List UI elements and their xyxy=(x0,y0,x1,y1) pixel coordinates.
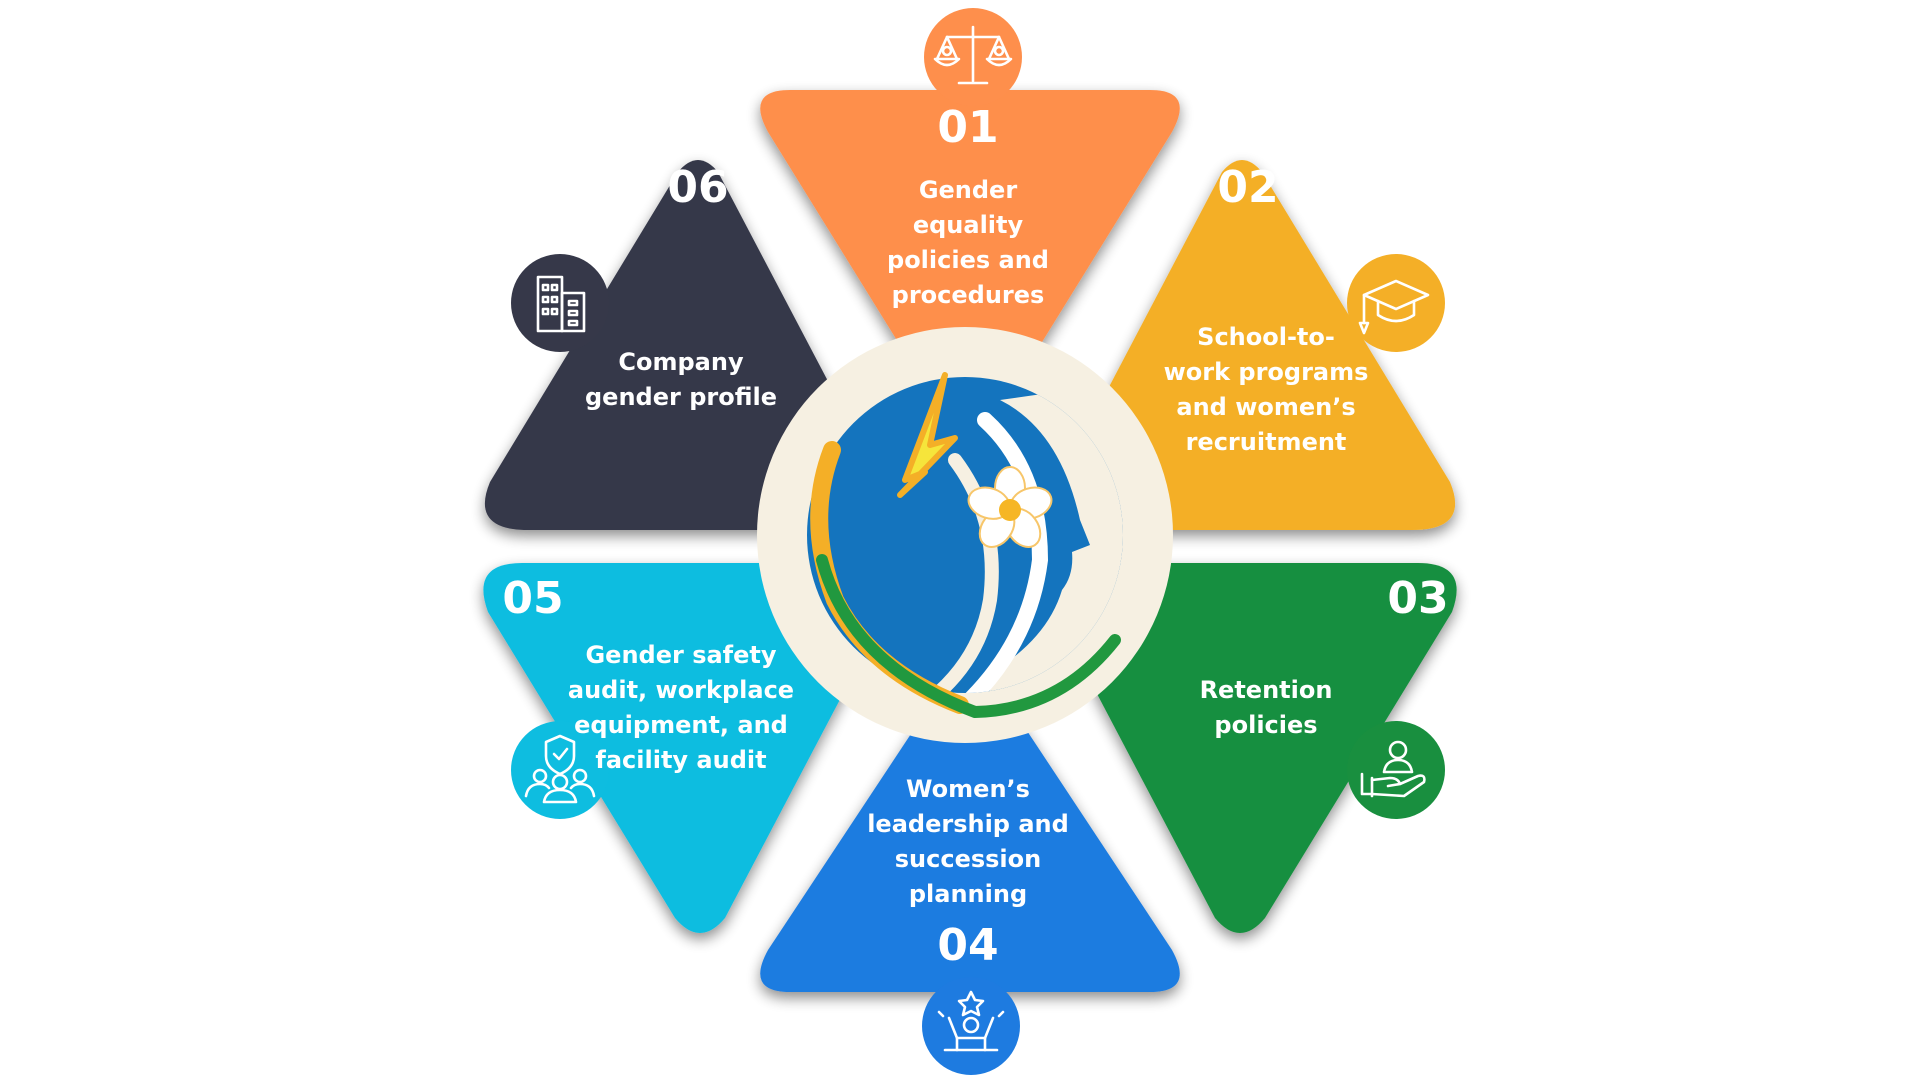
flower-icon xyxy=(967,466,1053,548)
segment-01: 01 Gender equality policies and procedur… xyxy=(760,8,1180,433)
segment-04-line-2: leadership and xyxy=(867,810,1069,838)
segment-05-line-1: Gender safety xyxy=(585,641,776,669)
segment-05-line-2: audit, workplace xyxy=(568,676,794,704)
segment-05-icon-badge xyxy=(511,721,609,819)
celebrating-person-icon xyxy=(937,990,1005,1052)
segment-04-shape xyxy=(760,669,1180,992)
shield-team-icon xyxy=(524,734,596,804)
segment-03-number: 03 xyxy=(1387,573,1448,624)
building-icon xyxy=(536,275,586,333)
segment-02-line-3: and women’s xyxy=(1176,393,1355,421)
segment-05-line-4: facility audit xyxy=(595,746,766,774)
segment-06-shape xyxy=(484,160,845,530)
hand-person-icon xyxy=(1360,740,1426,798)
center-logo xyxy=(757,327,1173,743)
segment-04-number: 04 xyxy=(937,920,998,971)
segment-06-line-1: Company xyxy=(618,348,744,376)
segment-01-line-2: equality xyxy=(913,211,1024,239)
segment-06-line-2: gender profile xyxy=(585,383,777,411)
segment-02-shape xyxy=(1095,160,1456,530)
segment-04-line-1: Women’s xyxy=(906,775,1030,803)
segment-05-shape xyxy=(483,563,850,933)
segment-04: Women’s leadership and succession planni… xyxy=(760,669,1180,1075)
segment-04-line-3: succession xyxy=(895,845,1041,873)
segment-01-line-3: policies and xyxy=(887,246,1049,274)
segment-03-line-1: Retention xyxy=(1200,676,1333,704)
segment-05: 05 Gender safety audit, workplace equipm… xyxy=(483,563,850,933)
segment-02-line-4: recruitment xyxy=(1186,428,1347,456)
segment-06: 06 Company gender profile xyxy=(484,160,845,530)
segment-01-number: 01 xyxy=(937,102,998,153)
scales-gender-icon xyxy=(933,25,1013,85)
segment-02-line-1: School-to- xyxy=(1197,323,1335,351)
segment-03-icon-badge xyxy=(1347,721,1445,819)
segment-01-shape xyxy=(760,90,1180,433)
segment-02: 02 School-to- work programs and women’s … xyxy=(1095,160,1456,530)
segment-05-line-3: equipment, and xyxy=(574,711,788,739)
segment-03: 03 Retention policies xyxy=(1090,563,1457,933)
segment-01-line-1: Gender xyxy=(919,176,1018,204)
segment-06-icon-badge xyxy=(511,254,609,352)
segment-06-number: 06 xyxy=(667,162,728,213)
graduation-cap-icon xyxy=(1358,279,1430,335)
segment-02-icon-badge xyxy=(1347,254,1445,352)
segment-01-line-4: procedures xyxy=(892,281,1045,309)
segment-03-shape xyxy=(1090,563,1457,933)
segment-03-line-2: policies xyxy=(1214,711,1317,739)
segment-02-line-2: work programs xyxy=(1164,358,1369,386)
segment-05-number: 05 xyxy=(502,573,563,624)
segment-02-number: 02 xyxy=(1217,162,1278,213)
segment-04-line-4: planning xyxy=(909,880,1027,908)
